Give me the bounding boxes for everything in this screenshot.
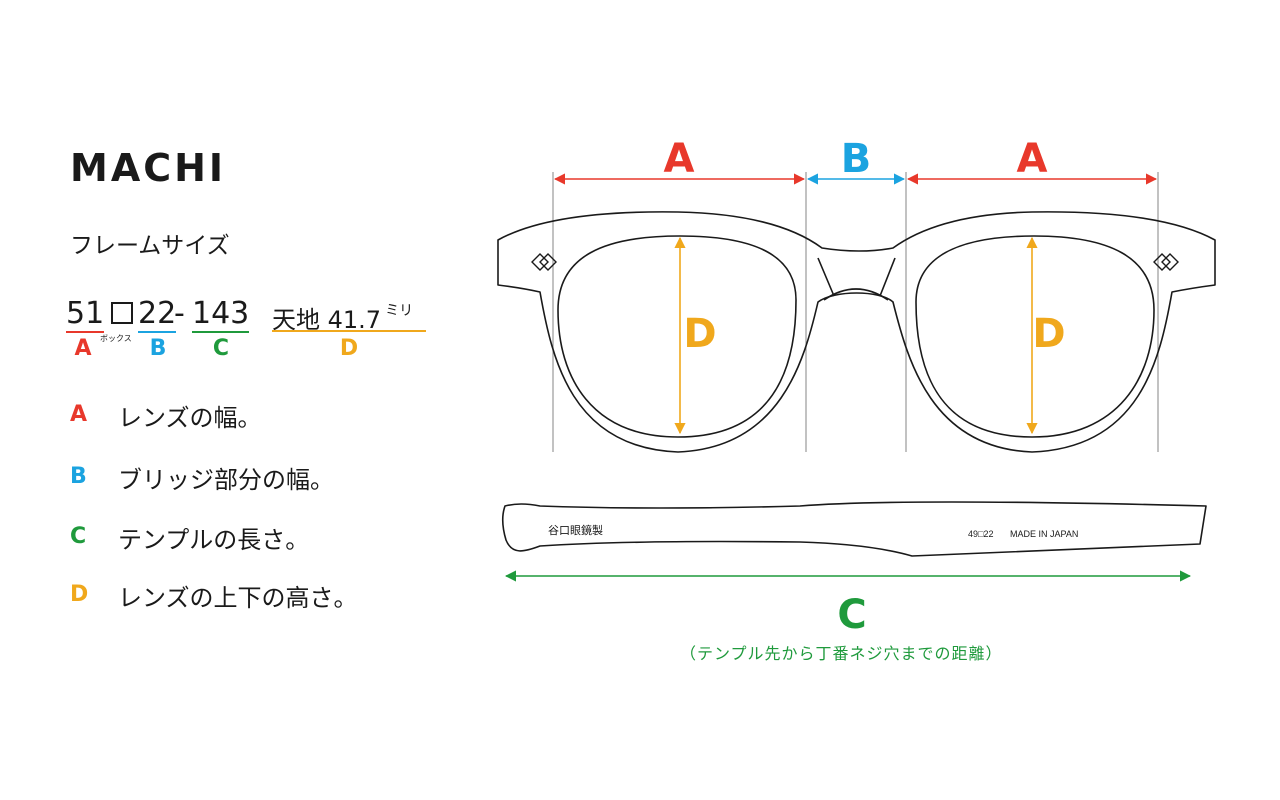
- spec-letter-a: A: [74, 336, 92, 361]
- temple-origin-text: MADE IN JAPAN: [1010, 529, 1078, 539]
- lens-height-underline: [272, 330, 426, 332]
- temple-outline: [501, 501, 1207, 557]
- diagram-label-d-right: D: [1032, 311, 1065, 357]
- legend-text: ブリッジ部分の幅。: [118, 466, 334, 494]
- bridge-width-value: 22: [138, 296, 177, 333]
- legend-text: テンプルの長さ。: [118, 526, 310, 554]
- legend-letter: D: [70, 582, 89, 607]
- legend-letter: A: [70, 402, 88, 427]
- spec-letter-d: D: [339, 336, 359, 361]
- box-symbol: [111, 302, 133, 324]
- legend-text: レンズの上下の高さ。: [118, 584, 358, 612]
- legend-letter: C: [70, 524, 87, 549]
- lens-right: [915, 235, 1155, 438]
- bridge-line-left: [817, 257, 835, 297]
- frame-outline: [497, 211, 1216, 453]
- lens-width-underline: [66, 331, 105, 333]
- diagram-label-a-right: A: [1017, 136, 1048, 182]
- rivet-icon-left: [531, 253, 557, 271]
- legend-text: レンズの幅。: [118, 404, 262, 432]
- box-note: ボックス: [100, 334, 132, 343]
- rivet-icon-right: [1153, 253, 1179, 271]
- spec-letter-c: C: [212, 336, 230, 361]
- lens-width-value: 51: [66, 296, 105, 333]
- product-title: MACHI: [70, 146, 227, 190]
- diagram-label-a-left: A: [664, 136, 695, 182]
- spec-letter-b: B: [149, 336, 167, 361]
- bridge-width-underline: [138, 331, 177, 333]
- temple-length-caption: （テンプル先から丁番ネジ穴までの距離）: [680, 644, 1003, 663]
- bridge-line-right: [879, 257, 896, 297]
- diagram-label-d-left: D: [683, 311, 716, 357]
- size-dash: -: [174, 296, 185, 331]
- frame-front: [497, 211, 1216, 453]
- frame-size-heading: フレームサイズ: [70, 233, 230, 259]
- legend-letter: B: [70, 464, 87, 489]
- temple-maker-text: 谷口眼鏡製: [548, 523, 603, 537]
- nose-bridge-lower: [823, 288, 889, 301]
- temple-size-text: 49□22: [968, 529, 993, 539]
- diagram-label-b: B: [841, 136, 872, 182]
- temple-length-value: 143: [192, 296, 250, 333]
- height-unit: ミリ: [385, 303, 414, 319]
- lens-left: [557, 235, 797, 438]
- diagram-label-c: C: [837, 592, 866, 638]
- temple-length-underline: [192, 331, 250, 333]
- guide-lines: [552, 172, 1159, 452]
